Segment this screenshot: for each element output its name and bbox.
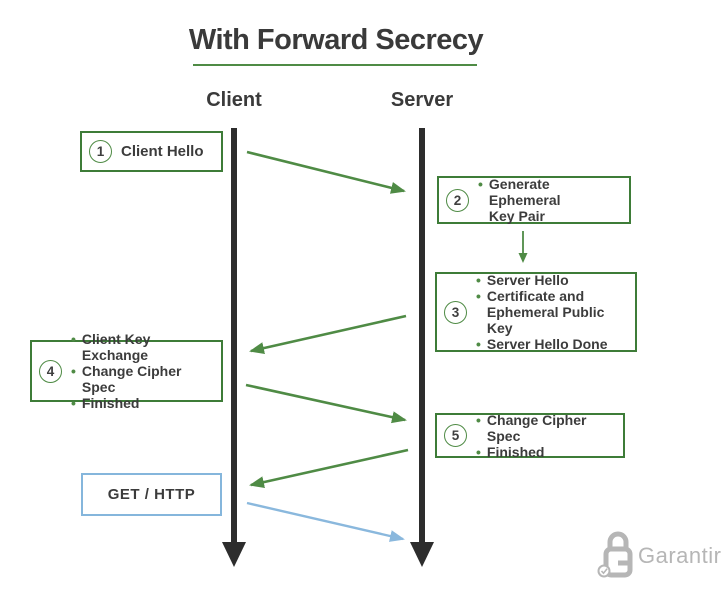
lifeline-label-client: Client <box>206 89 262 111</box>
garantir-logo-text: Garantir <box>638 543 722 568</box>
step-box-4-client-key-exchange: 4 •Client Key Exchange •Change Cipher Sp… <box>30 331 223 411</box>
arrow-client-hello <box>246 150 406 194</box>
bullet-icon: • <box>478 176 483 192</box>
page-title: With Forward Secrecy <box>188 24 484 56</box>
arrow-server-finished <box>249 448 409 489</box>
lifeline-client-arrowhead-icon <box>222 542 246 567</box>
step-box-3-server-hello: 3 •Server Hello •Certificate and Ephemer… <box>435 272 637 352</box>
step-number-badge: 5 <box>444 424 467 447</box>
list-item: •Server Hello <box>476 272 569 288</box>
list-item: •Generate Ephemeral Key Pair <box>478 176 561 224</box>
garantir-lock-icon <box>597 531 633 578</box>
list-item: •Change Cipher Spec <box>476 411 587 444</box>
list-item: •Certificate and Ephemeral Public Key <box>476 288 605 336</box>
bullet-icon: • <box>71 363 76 379</box>
list-item: •Client Key Exchange <box>71 331 151 363</box>
step-box-5-change-cipher-spec: 5 •Change Cipher Spec •Finished <box>435 411 625 460</box>
step-number-badge: 2 <box>446 188 469 212</box>
bullet-icon: • <box>476 336 481 352</box>
bullet-icon: • <box>476 272 481 288</box>
bullet-icon: • <box>476 411 481 428</box>
http-request-label: GET / HTTP <box>107 486 196 503</box>
title-underline <box>193 64 477 66</box>
step-number-badge: 3 <box>444 300 467 324</box>
list-item: •Change Cipher Spec <box>71 363 182 395</box>
step-1-label: Client Hello <box>121 143 204 160</box>
bullet-icon: • <box>71 395 76 411</box>
list-item: •Finished <box>476 443 545 460</box>
step-number-badge: 4 <box>39 359 62 383</box>
step-box-2-generate-ephemeral: 2 •Generate Ephemeral Key Pair <box>437 176 631 224</box>
arrow-http-request <box>246 501 405 542</box>
lifeline-label-server: Server <box>390 89 454 111</box>
garantir-logo: Garantir <box>597 530 721 582</box>
list-item: •Server Hello Done <box>476 336 608 352</box>
list-item: •Finished <box>71 395 140 411</box>
step-number-badge: 1 <box>89 140 112 163</box>
bullet-icon: • <box>476 443 481 460</box>
arrow-client-key-exchange <box>245 383 407 424</box>
lifeline-server-arrowhead-icon <box>410 542 434 567</box>
bullet-icon: • <box>476 288 481 304</box>
http-request-box: GET / HTTP <box>81 473 222 516</box>
step-box-1-client-hello: 1 Client Hello <box>80 131 223 172</box>
arrow-server-hello <box>249 314 407 354</box>
bullet-icon: • <box>71 331 76 347</box>
